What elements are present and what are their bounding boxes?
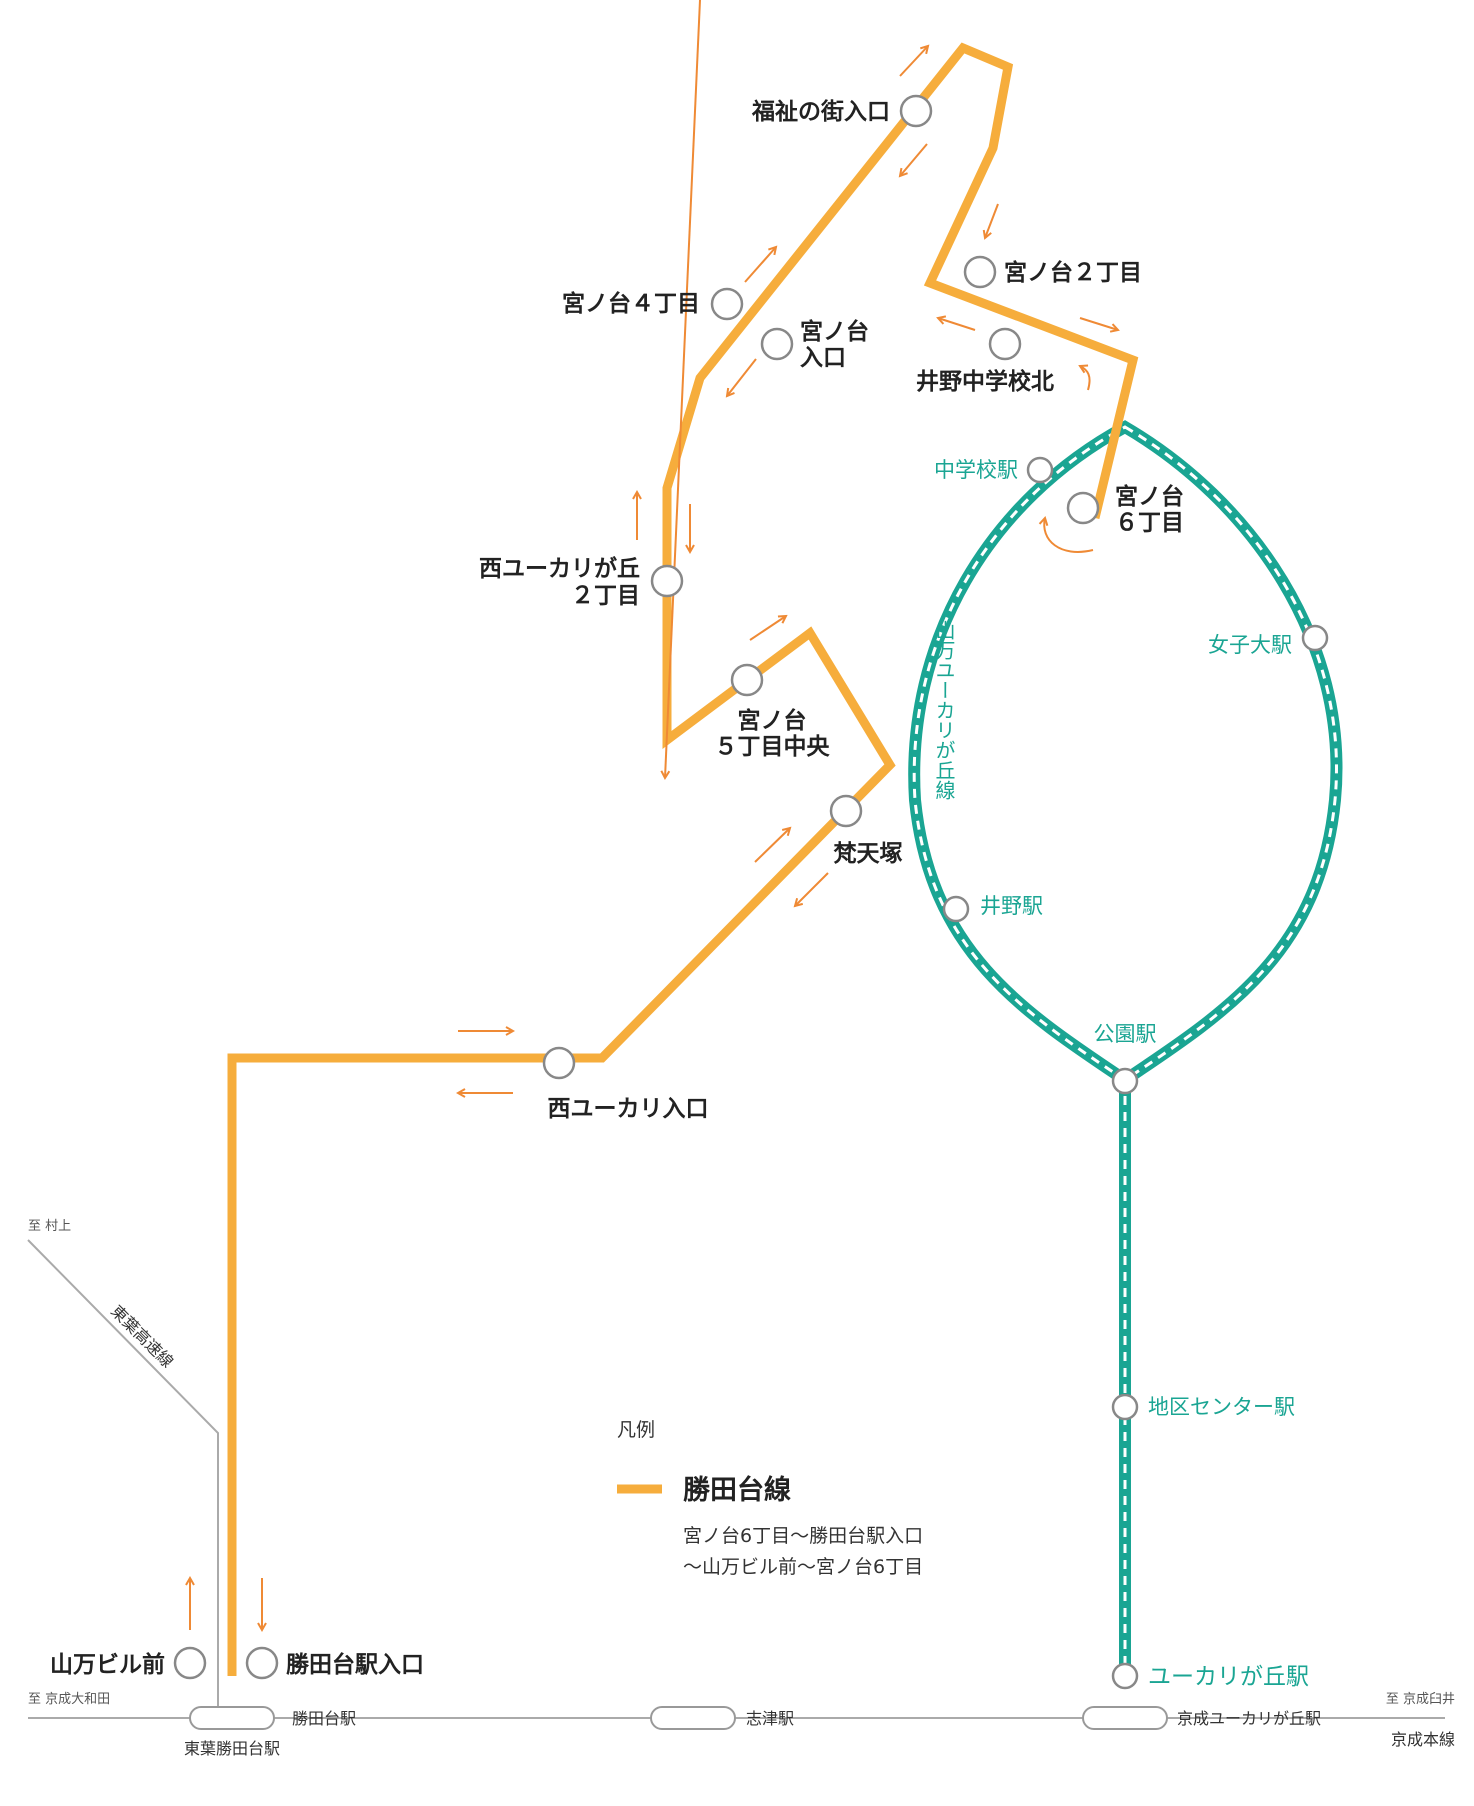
label-katsutadai-eki-iriguchi: 勝田台駅入口 — [286, 1651, 424, 1678]
arrow-right-icon — [1079, 317, 1118, 330]
station-yukarigaoka-marker[interactable] — [1111, 1662, 1139, 1690]
label-katsutadai: 勝田台駅 — [292, 1709, 356, 1728]
arrow-up-icon — [1080, 366, 1091, 391]
label-nishi-yukari2-2: ２丁目 — [571, 583, 640, 609]
stop-yamaman-marker[interactable] — [173, 1646, 207, 1680]
label-yukarigaoka: ユーカリが丘駅 — [1148, 1664, 1309, 1690]
label-miyanodai5-1: 宮ノ台 — [738, 707, 807, 734]
arrow-downleft-icon — [727, 358, 757, 396]
label-chugakko: 中学校駅 — [934, 458, 1018, 482]
legend-line-name: 勝田台線 — [683, 1474, 791, 1506]
legend-title: 凡例 — [617, 1419, 655, 1441]
stop-miyanodai2-marker[interactable] — [963, 255, 997, 289]
arrow-upright-icon — [754, 828, 790, 863]
label-toyo-line-name: 東葉高速線 — [107, 1301, 177, 1371]
station-shizu-marker[interactable] — [650, 1706, 736, 1730]
katsutadai-bus-route — [227, 42, 1139, 1676]
label-miyanodai4: 宮ノ台４丁目 — [562, 290, 700, 317]
bus-stop-labels: 福祉の街入口 宮ノ台２丁目 宮ノ台４丁目 宮ノ台 入口 井野中学校北 宮ノ台 ６… — [50, 98, 1184, 1678]
station-chiku-center-marker[interactable] — [1111, 1393, 1139, 1421]
arrow-left-icon — [938, 318, 976, 331]
arrow-downleft-icon — [985, 203, 999, 238]
label-ino: 井野駅 — [980, 894, 1043, 918]
arrow-upright-icon — [744, 247, 776, 283]
loop-arrow-icon — [1044, 518, 1094, 553]
label-miyanodai-iriguchi-2: 入口 — [800, 345, 846, 371]
arrow-upright-icon — [749, 616, 786, 641]
stop-miyanodai5-marker[interactable] — [730, 663, 764, 697]
label-miyanodai-iriguchi-1: 宮ノ台 — [800, 318, 869, 345]
label-ino-chugakko-kita: 井野中学校北 — [916, 368, 1054, 395]
stop-miyanodai4-marker[interactable] — [710, 287, 744, 321]
monorail-line — [908, 420, 1343, 1676]
label-to-right: 至 京成臼井 — [1386, 1692, 1455, 1707]
arrow-downleft-icon — [900, 143, 928, 176]
label-monorail-line-name: 山万ユーカリが丘線 — [932, 620, 956, 800]
label-fukushi: 福祉の街入口 — [751, 98, 890, 125]
label-miyanodai6-2: ６丁目 — [1115, 510, 1184, 536]
station-koen-marker[interactable] — [1111, 1067, 1139, 1095]
label-miyanodai2: 宮ノ台２丁目 — [1004, 259, 1142, 286]
legend: 凡例 勝田台線 宮ノ台6丁目～勝田台駅入口 ～山万ビル前～宮ノ台6丁目 — [617, 1419, 923, 1578]
railway-station-markers — [189, 1706, 1168, 1730]
arrow-downleft-icon — [665, 0, 701, 778]
label-keisei-line-name: 京成本線 — [1391, 1730, 1455, 1749]
stop-katsutadai-eki-iriguchi-marker[interactable] — [245, 1646, 279, 1680]
label-joshidai: 女子大駅 — [1208, 633, 1292, 657]
stop-miyanodai-iriguchi-marker[interactable] — [760, 327, 794, 361]
legend-desc-1: 宮ノ台6丁目～勝田台駅入口 — [683, 1525, 923, 1547]
label-nishi-yukari-iriguchi: 西ユーカリ入口 — [548, 1096, 709, 1122]
arrow-downleft-icon — [795, 872, 829, 906]
label-miyanodai5-2: ５丁目中央 — [715, 734, 831, 760]
monorail-station-labels: 中学校駅 女子大駅 井野駅 公園駅 地区センター駅 ユーカリが丘駅 山万ユーカリ… — [932, 458, 1309, 1690]
station-ino-marker[interactable] — [942, 895, 970, 923]
label-toyo-to: 至 村上 — [28, 1219, 71, 1234]
station-toyo-katsutadai-marker[interactable] — [189, 1706, 275, 1730]
stop-bontenzuka-marker[interactable] — [829, 794, 863, 828]
label-toyo-katsutadai: 東葉勝田台駅 — [184, 1739, 280, 1758]
arrow-upright-icon — [899, 46, 928, 77]
label-nishi-yukari2-1: 西ユーカリが丘 — [479, 555, 640, 582]
toyo-rapid-line — [27, 1239, 219, 1718]
stop-miyanodai6-marker[interactable] — [1066, 491, 1100, 525]
stop-fukushi-marker[interactable] — [899, 94, 933, 128]
stop-nishi-yukari-iriguchi-marker[interactable] — [542, 1046, 576, 1080]
label-to-left: 至 京成大和田 — [28, 1692, 110, 1707]
label-chiku-center: 地区センター駅 — [1148, 1395, 1295, 1419]
label-bontenzuka: 梵天塚 — [834, 841, 903, 867]
bus-stop-markers — [173, 94, 1100, 1680]
direction-arrows — [190, 0, 1118, 1630]
label-shizu: 志津駅 — [746, 1709, 794, 1728]
station-chugakko-marker[interactable] — [1026, 456, 1054, 484]
label-keisei-yukarigaoka: 京成ユーカリが丘駅 — [1177, 1709, 1321, 1728]
station-keisei-yukarigaoka-marker[interactable] — [1082, 1706, 1168, 1730]
legend-desc-2: ～山万ビル前～宮ノ台6丁目 — [683, 1556, 923, 1578]
station-joshidai-marker[interactable] — [1301, 624, 1329, 652]
label-koen: 公園駅 — [1094, 1022, 1157, 1046]
monorail-station-markers — [942, 456, 1329, 1690]
label-miyanodai6-1: 宮ノ台 — [1115, 483, 1184, 510]
stop-nishi-yukari2-marker[interactable] — [650, 564, 684, 598]
label-yamaman-biru-mae: 山万ビル前 — [50, 1651, 165, 1678]
stop-ino-chugakko-kita-marker[interactable] — [988, 327, 1022, 361]
